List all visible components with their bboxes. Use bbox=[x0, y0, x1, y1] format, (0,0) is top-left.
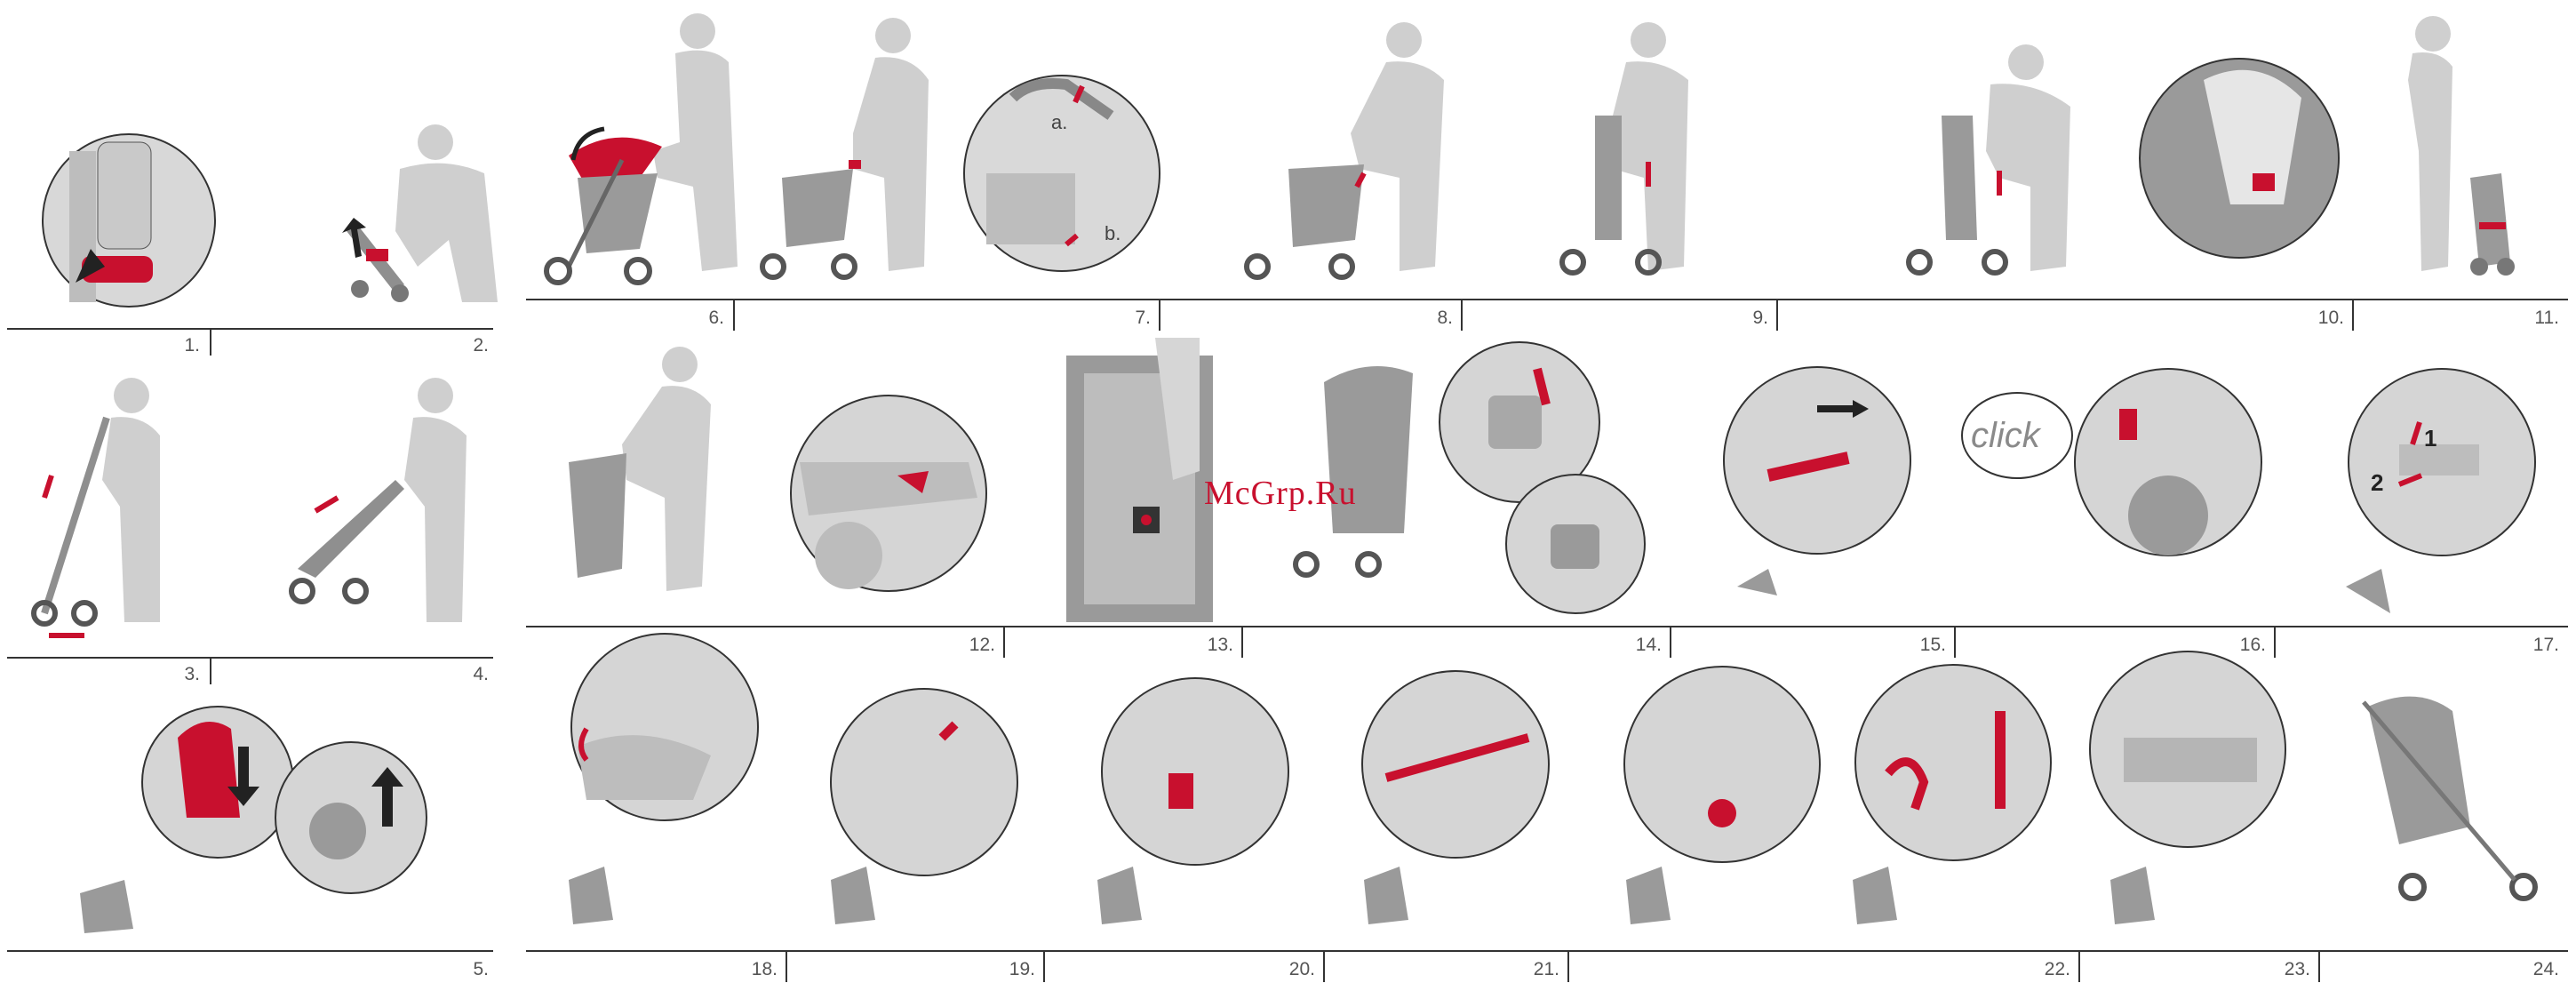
step-label: 9. bbox=[1688, 308, 1768, 328]
callout-step-1: 1 bbox=[2424, 425, 2436, 452]
step-label: 22. bbox=[1990, 960, 2070, 979]
step4-figure bbox=[291, 378, 467, 622]
watermark: McGrp.Ru bbox=[1204, 474, 1357, 513]
step-label: 14. bbox=[1582, 635, 1662, 655]
step7-figure bbox=[762, 18, 1160, 277]
step-label: 2. bbox=[409, 336, 489, 356]
step-label: 21. bbox=[1479, 960, 1559, 979]
step-label: 3. bbox=[120, 665, 200, 684]
steps18-24-details bbox=[569, 634, 2535, 924]
step-label: 20. bbox=[1235, 960, 1315, 979]
step1-detail bbox=[43, 134, 215, 307]
step12-figure bbox=[569, 347, 986, 591]
step13-figure bbox=[1066, 338, 1213, 622]
step-label: 16. bbox=[2186, 635, 2266, 655]
step-label: 19. bbox=[955, 960, 1035, 979]
step10-figure bbox=[1909, 44, 2339, 273]
step3-figure bbox=[34, 378, 160, 635]
callout-b: b. bbox=[1105, 222, 1121, 245]
step-label: 4. bbox=[409, 665, 489, 684]
step-label: 6. bbox=[644, 308, 724, 328]
step-label: 10. bbox=[2264, 308, 2344, 328]
click-callout: click bbox=[1971, 416, 2040, 456]
step-label: 11. bbox=[2479, 308, 2559, 328]
step-label: 7. bbox=[1071, 308, 1151, 328]
callout-step-2: 2 bbox=[2371, 469, 2383, 497]
step9-figure bbox=[1562, 22, 1688, 273]
step-label: 5. bbox=[409, 960, 489, 979]
step11-figure bbox=[2408, 16, 2515, 276]
callout-a: a. bbox=[1051, 111, 1067, 134]
step6-figure bbox=[546, 13, 738, 283]
step-label: 13. bbox=[1153, 635, 1233, 655]
step-label: 15. bbox=[1866, 635, 1946, 655]
step2-figure bbox=[342, 124, 498, 302]
step8-figure bbox=[1247, 22, 1444, 277]
step-label: 8. bbox=[1373, 308, 1453, 328]
step5-figure bbox=[80, 707, 427, 933]
step-label: 24. bbox=[2479, 960, 2559, 979]
step-label: 1. bbox=[120, 336, 200, 356]
step15-figure bbox=[1724, 367, 1910, 595]
step16-figure bbox=[1962, 369, 2261, 555]
step-label: 12. bbox=[915, 635, 995, 655]
step-label: 17. bbox=[2479, 635, 2559, 655]
step-label: 23. bbox=[2230, 960, 2310, 979]
step-label: 18. bbox=[698, 960, 778, 979]
